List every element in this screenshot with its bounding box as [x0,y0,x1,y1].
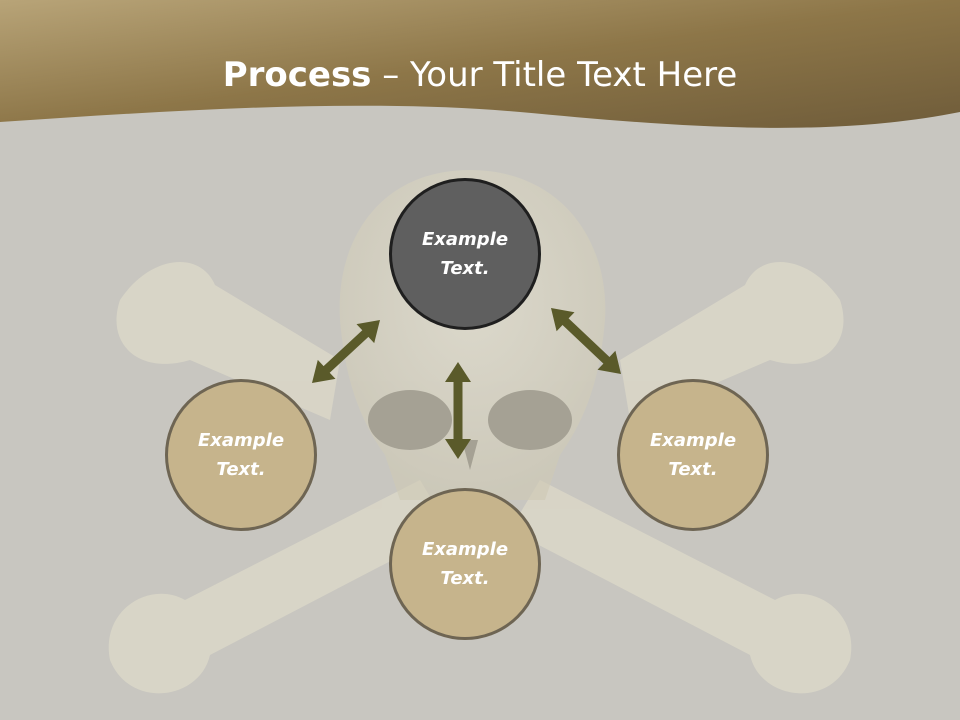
crossbones-image [108,262,852,694]
arrow-vertical [445,362,471,459]
title-bold: Process [222,55,372,95]
node-left: Example Text. [165,379,317,531]
node-bottom: Example Text. [389,488,541,640]
slide-title: Process – Your Title Text Here [0,52,960,98]
arrow-top-right [551,308,621,374]
header-band [0,0,960,128]
title-rest: – Your Title Text Here [371,55,738,95]
node-top: Example Text. [389,178,541,330]
node-right: Example Text. [617,379,769,531]
arrow-top-left [312,320,380,383]
